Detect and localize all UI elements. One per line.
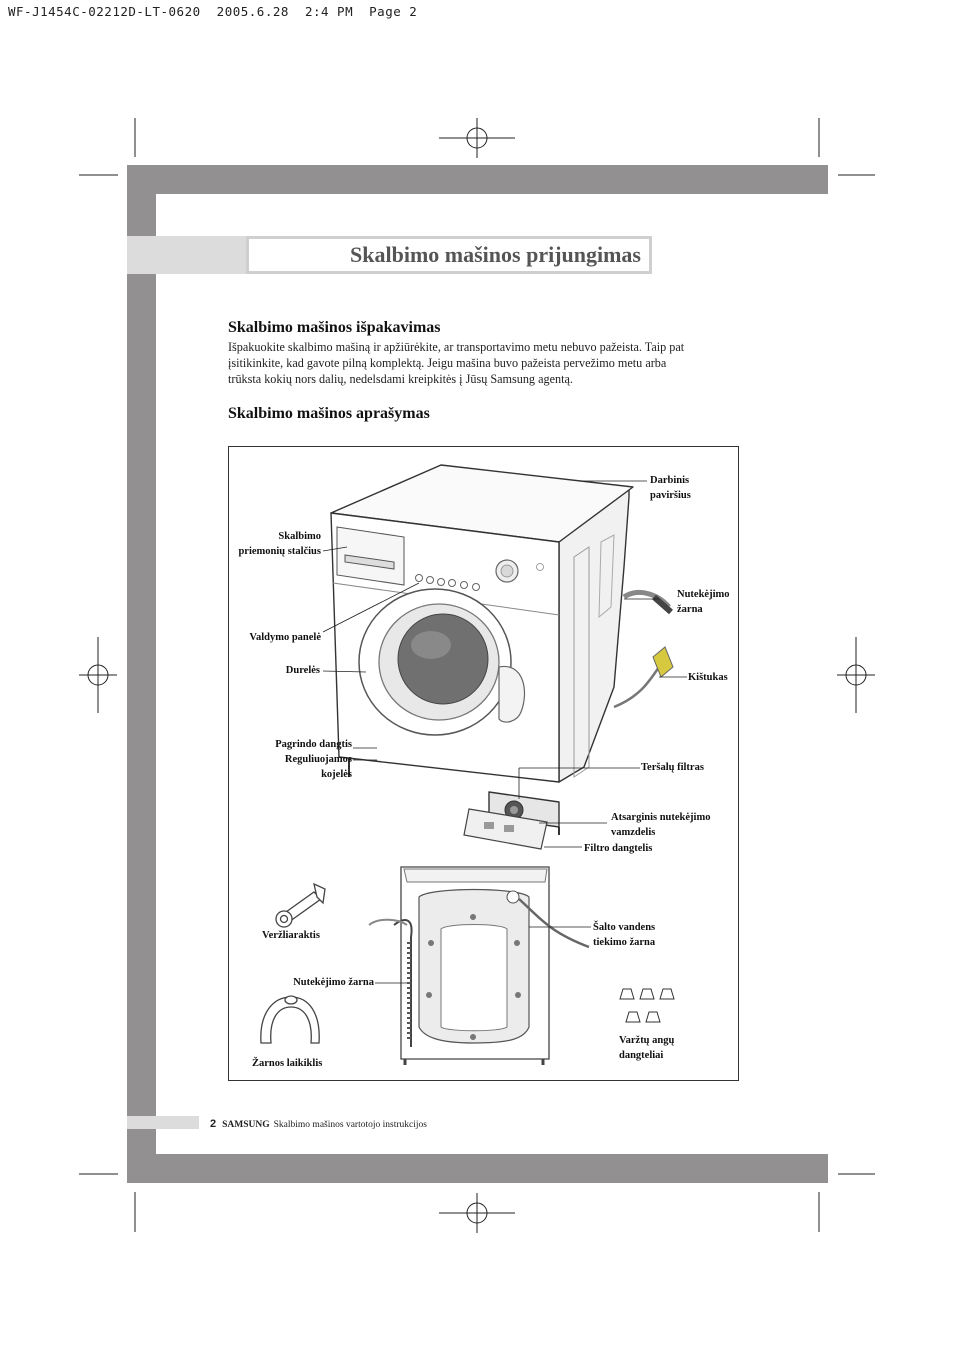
left-frame-bar — [127, 165, 156, 1183]
title-tab — [127, 236, 246, 274]
label-hose-guide: Žarnos laikiklis — [252, 1058, 323, 1069]
control-buttons — [415, 574, 480, 591]
registration-mark-top — [439, 118, 515, 158]
printer-header: WF-J1454C-02212D-LT-0620 2005.6.28 2:4 P… — [8, 4, 418, 19]
detergent-drawer-shape — [336, 526, 405, 586]
bolt-caps-shape — [619, 988, 675, 1023]
label-base-cover: Pagrindo dangtis — [275, 739, 352, 750]
registration-mark-left — [79, 637, 117, 713]
description-heading: Skalbimo mašinos aprašymas — [228, 405, 430, 422]
page-title: Skalbimo mašinos prijungimas — [350, 242, 641, 267]
footer-brand: SAMSUNG — [222, 1120, 270, 1130]
label-worktop: Darbinis paviršius — [650, 475, 691, 501]
label-bolt-caps: Varžtų angų dangteliai — [619, 1035, 675, 1061]
paragraph-line: Išpakuokite skalbimo mašiną ir apžiūrėki… — [228, 340, 685, 354]
machine-back-view — [368, 866, 590, 1065]
label-control-panel: Valdymo panelė — [249, 632, 321, 643]
label-plug: Kištukas — [688, 672, 728, 683]
footer-text: Skalbimo mašinos vartotojo instrukcijos — [273, 1120, 427, 1130]
label-adjustable-feet: Reguliuojamos kojelės — [284, 754, 352, 780]
label-filter-cover: Filtro dangtelis — [584, 843, 653, 854]
page-number: 2 — [210, 1118, 217, 1130]
label-debris-filter: Teršalų filtras — [641, 762, 704, 773]
registration-mark-right — [837, 637, 875, 713]
label-emergency-drain: Atsarginis nutekėjimo vamzdelis — [611, 812, 711, 838]
label-drain-hose-bottom: Nutekėjimo žarna — [293, 977, 374, 988]
machine-illustration — [260, 464, 687, 1065]
footer-tab — [127, 1116, 199, 1129]
title-box: Skalbimo mašinos prijungimas — [246, 236, 652, 274]
label-door: Durelės — [285, 665, 320, 676]
label-drain-hose-top: Nutekėjimo žarna — [677, 589, 730, 615]
bottom-frame-bar — [127, 1154, 828, 1183]
label-spanner: Veržliaraktis — [262, 930, 320, 941]
spanner-shape — [275, 882, 326, 928]
unpacking-heading: Skalbimo mašinos išpakavimas — [228, 319, 441, 336]
door-shape — [358, 588, 526, 736]
top-frame-bar — [127, 165, 828, 194]
label-detergent-drawer: Skalbimo priemonių stalčius — [238, 531, 321, 557]
registration-mark-bottom — [439, 1193, 515, 1233]
machine-diagram: Darbinis paviršius Skalbimo priemonių st… — [228, 446, 739, 1081]
paragraph-line: įsitikinkite, kad gavote pilną komplektą… — [228, 356, 667, 370]
label-cold-water-hose: Šalto vandens tiekimo žarna — [593, 922, 656, 948]
hose-guide-shape — [260, 995, 320, 1044]
unpacking-paragraph: Išpakuokite skalbimo mašiną ir apžiūrėki… — [228, 339, 728, 387]
paragraph-line: trūksta kokių nors dalių, nedelsdami kre… — [228, 372, 573, 386]
